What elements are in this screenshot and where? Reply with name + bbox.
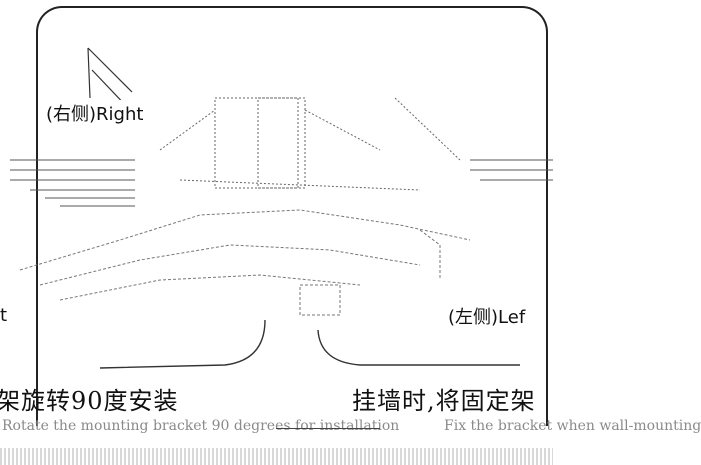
bracket-mechanism — [19, 209, 471, 316]
mount-body — [159, 97, 461, 191]
caption-cn-rotate: 架旋转90度安装 — [0, 387, 179, 415]
caption-en-wall: Fix the bracket when wall-mounting — [444, 418, 701, 434]
mounting-diagram — [10, 47, 553, 369]
label-right-side: (右侧)Right — [46, 100, 144, 126]
scan-noise-strip — [0, 448, 553, 465]
divider-rule — [276, 428, 380, 429]
right-hatching — [470, 159, 553, 181]
base-curves — [99, 319, 520, 369]
label-left-side: (左侧)Lef — [448, 303, 526, 329]
caption-cn-wall: 挂墙时,将固定架 — [352, 387, 536, 415]
left-hatching — [10, 159, 135, 207]
label-left-edge-fragment: t — [0, 305, 8, 326]
device-outline-frame — [36, 6, 548, 426]
caption-en-rotate: Rotate the mounting bracket 90 degrees f… — [2, 418, 400, 434]
